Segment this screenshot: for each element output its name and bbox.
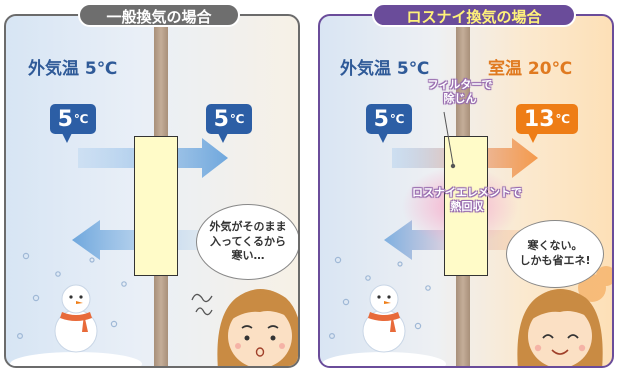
outdoor-temp-badge: 5℃ (50, 104, 96, 143)
speech-bubble: 寒くない。 しかも省エネ! (506, 220, 604, 288)
snowman-icon (322, 284, 446, 366)
worried-girl-icon (217, 289, 298, 366)
element-callout: ロスナイエレメントで 熱回収 (412, 186, 522, 214)
speech-bubble: 外気がそのまま 入ってくるから 寒い… (196, 204, 298, 280)
outdoor-temp-label: 外気温 5℃ (28, 59, 118, 79)
panel-title-lossnay: ロスナイ換気の場合 (372, 3, 576, 27)
right-callout-lines (443, 111, 456, 169)
lossnay-unit (444, 136, 488, 276)
left-airflow-layer (10, 138, 298, 366)
outdoor-temp-badge: 5℃ (366, 104, 412, 143)
vent-opening (134, 136, 178, 276)
room-temp-label: 室温 20℃ (488, 59, 573, 79)
filter-callout: フィルターで 除じん (427, 78, 493, 106)
shiver-mark-icon (191, 293, 213, 316)
snowman-icon (10, 284, 142, 366)
panel-title-general: 一般換気の場合 (78, 3, 240, 27)
lossnay-ventilation-panel: 外気温 5℃ 室温 20℃ フィルターで 除じん ロスナイエレメントで 熱回収 … (318, 14, 614, 368)
general-ventilation-panel: 外気温 5℃ 5℃ 5℃ 外気がそのまま 入ってくるから 寒い… (4, 14, 300, 368)
happy-girl-icon (517, 289, 603, 366)
supply-temp-badge: 13℃ (516, 104, 578, 143)
supply-temp-badge: 5℃ (206, 104, 252, 143)
outdoor-temp-label: 外気温 5℃ (340, 59, 430, 79)
